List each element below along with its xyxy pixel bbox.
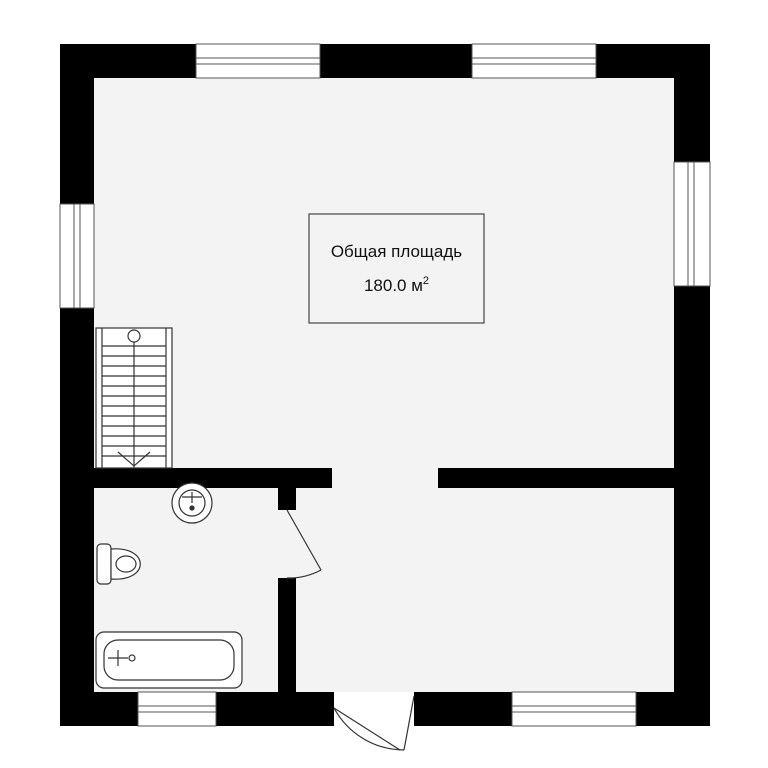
wall-top bbox=[60, 44, 710, 78]
partition-right bbox=[438, 468, 674, 488]
wall-left bbox=[60, 44, 94, 726]
window-top-right bbox=[471, 43, 597, 79]
wall-right bbox=[674, 44, 710, 726]
windows bbox=[59, 43, 711, 727]
window-top-left bbox=[195, 43, 321, 79]
bathroom-wall-lower bbox=[278, 578, 296, 692]
floor-area bbox=[94, 78, 674, 692]
bathroom-door bbox=[286, 509, 322, 579]
staircase bbox=[95, 327, 173, 469]
stair-start-marker bbox=[127, 329, 141, 343]
bathtub-icon bbox=[95, 631, 243, 689]
bathroom-wall-upper bbox=[278, 488, 296, 510]
window-right bbox=[673, 161, 711, 287]
sink-icon bbox=[171, 482, 213, 524]
stair-direction-arrow bbox=[117, 451, 151, 467]
window-bottom-left bbox=[137, 691, 217, 727]
entrance-door bbox=[333, 695, 415, 751]
partition-left bbox=[94, 468, 332, 488]
interior-walls bbox=[94, 468, 674, 692]
window-left bbox=[59, 203, 95, 309]
area-label-box bbox=[308, 213, 485, 324]
toilet-icon bbox=[96, 543, 141, 585]
window-bottom-right bbox=[511, 691, 637, 727]
